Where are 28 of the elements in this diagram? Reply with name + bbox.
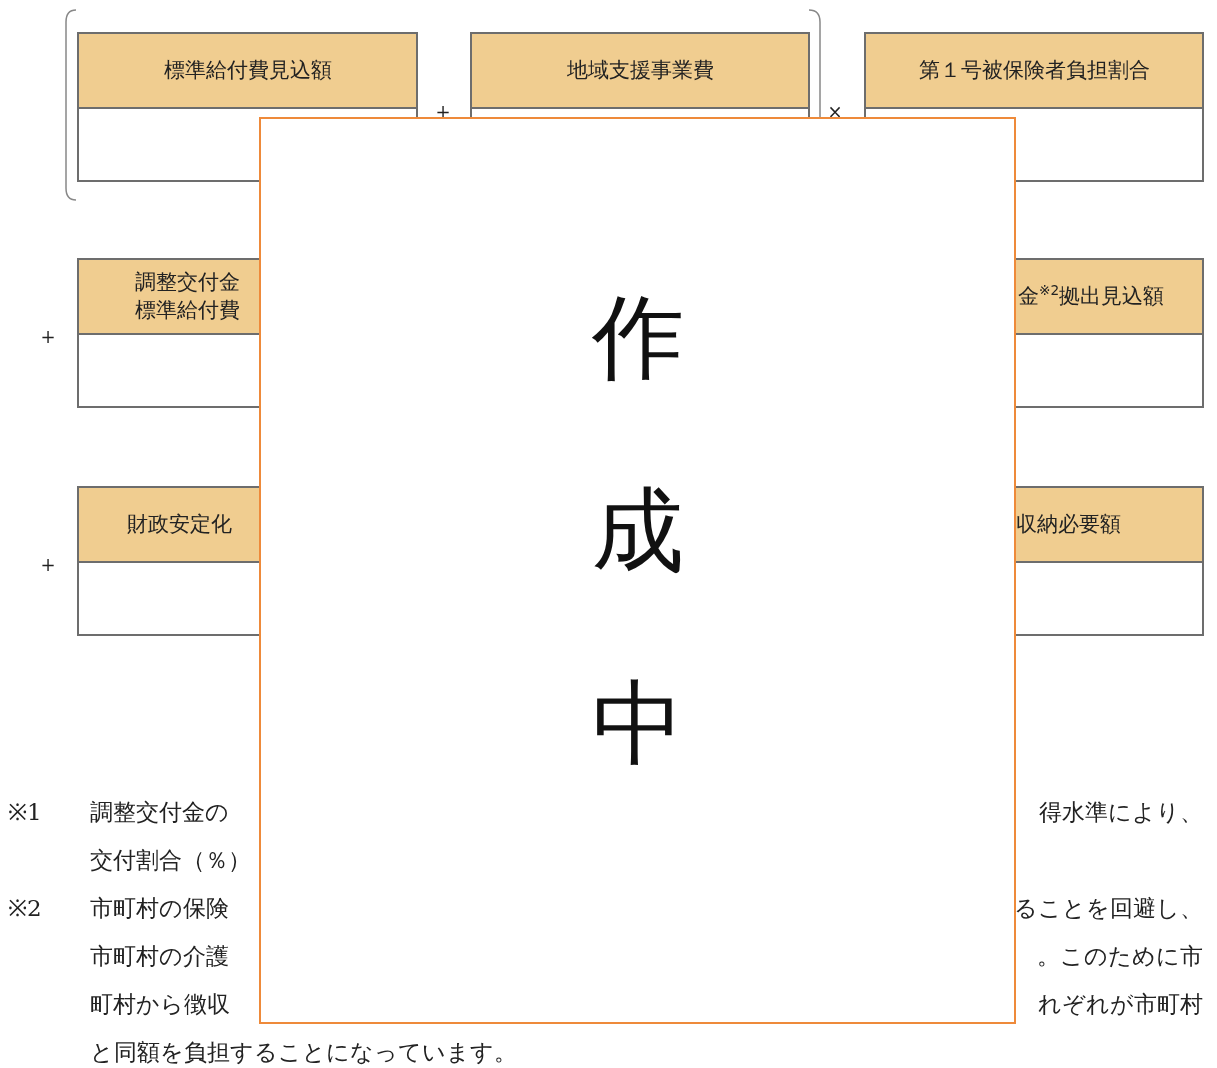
footnote-text: ※2 — [8, 894, 42, 923]
box-heading: 調整交付金標準給付費 — [135, 269, 240, 324]
formula-box — [77, 258, 259, 408]
footnote-text: 調整交付金の — [90, 798, 229, 827]
footnote-text: ることを回避し、 — [1014, 894, 1203, 923]
box-heading: 標準給付費見込額 — [163, 56, 332, 84]
box-heading: 財政安定化 — [127, 510, 232, 538]
footnote-text: 市町村の保険 — [90, 894, 229, 923]
footnote-text: れぞれが市町村 — [1038, 990, 1203, 1019]
formula-box — [77, 486, 259, 636]
box-heading: 金$^{※2}$拠出見込額 — [1018, 282, 1165, 311]
operator-sign: × — [827, 100, 843, 124]
under-construction-dialog — [259, 117, 1016, 1024]
footnote-text: 。このために市 — [1037, 942, 1203, 971]
footnote-text: 町村から徴収 — [90, 990, 230, 1019]
box-heading: 第１号被保険者負担割合 — [918, 56, 1150, 84]
operator-sign: + — [40, 553, 56, 577]
box-heading: 収納必要額 — [1016, 510, 1121, 538]
footnote-text: と同額を負担することになっています。 — [90, 1038, 517, 1067]
box-heading: 地域支援事業費 — [566, 56, 714, 84]
footnote-text: 交付割合（％） — [90, 846, 251, 875]
footnote-text: 得水準により、 — [1039, 798, 1203, 827]
formula-box — [1016, 486, 1204, 636]
footnote-text: ※1 — [8, 798, 42, 827]
operator-sign: + — [40, 325, 56, 349]
footnote-text: 市町村の介護 — [90, 942, 229, 971]
formula-box — [1016, 258, 1204, 408]
notice-text: 作成中 — [591, 283, 684, 780]
